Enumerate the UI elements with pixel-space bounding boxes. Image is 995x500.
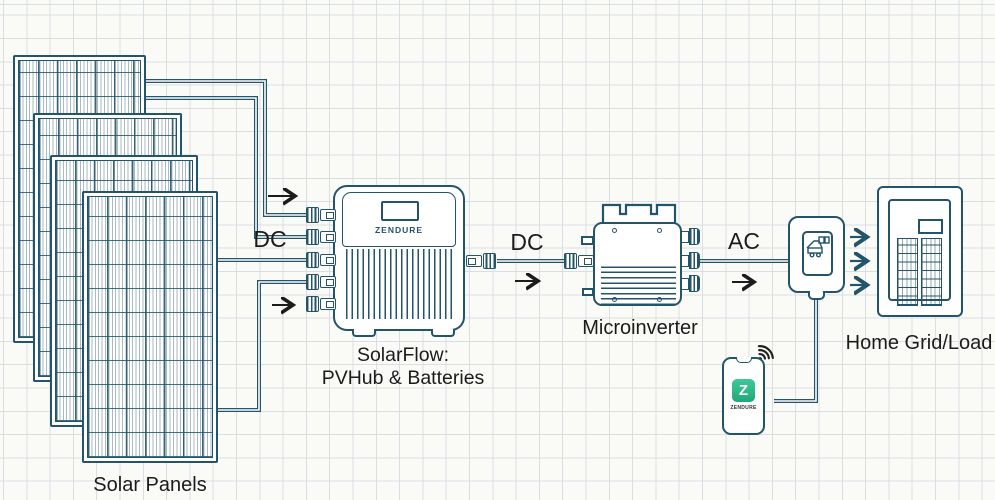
- pvhub-display: [381, 201, 419, 221]
- microinverter-device: [593, 222, 682, 306]
- solarflow-label-line1: SolarFlow:: [356, 344, 450, 366]
- dc-label-hub: DC: [510, 229, 544, 255]
- dc-connector-icon: [306, 274, 336, 290]
- inverter-side-tab: [581, 236, 594, 245]
- ac-port-icon: [681, 228, 700, 245]
- pvhub-foot: [352, 329, 376, 337]
- zendure-app-icon: Z: [732, 379, 755, 402]
- home-energy-meter-icon: [806, 236, 830, 258]
- breaker-panel-door: [888, 199, 951, 306]
- solar-panel-4: [82, 191, 218, 463]
- breaker-panel: [877, 186, 963, 317]
- wire-panel4-dc: [216, 280, 308, 412]
- meter-to-app-line: [772, 298, 818, 403]
- solarflow-label-line2: PVHub & Batteries: [321, 367, 485, 389]
- microinverter-label: Microinverter: [582, 317, 698, 339]
- screw-icon: [612, 228, 617, 233]
- breaker-column-left: [897, 238, 918, 306]
- dc-connector-icon: [306, 207, 336, 223]
- phone-notch: [735, 356, 752, 363]
- wire-panel1-dc: [144, 79, 308, 217]
- pvhub-heatsink-fins: [346, 249, 455, 319]
- pvhub-foot: [431, 329, 455, 337]
- breaker-column-right: [921, 238, 942, 306]
- app-name: ZENDURE: [730, 405, 757, 411]
- inverter-side-tab: [582, 288, 594, 296]
- solarflow-label: SolarFlow: PVHub & Batteries: [322, 344, 485, 390]
- ac-label: AC: [728, 228, 760, 254]
- dc-label-panels: DC: [253, 226, 287, 252]
- dc-connector-icon: [564, 253, 594, 269]
- phone: Z ZENDURE: [722, 356, 765, 435]
- main-breaker: [918, 219, 943, 234]
- dc-connector-icon: [306, 296, 336, 312]
- home-grid-label: Home Grid/Load: [845, 332, 993, 354]
- solar-panels-label: Solar Panels: [93, 474, 207, 496]
- dc-connector-icon: [306, 252, 336, 268]
- app-letter: Z: [738, 382, 749, 399]
- screw-icon: [612, 297, 617, 302]
- solar-cells: [87, 196, 213, 458]
- dc-connector-icon: [466, 253, 496, 269]
- ac-port-icon: [681, 252, 700, 269]
- pvhub-top-face: [342, 192, 456, 247]
- dc-connector-icon: [306, 229, 336, 245]
- ac-port-icon: [681, 275, 700, 292]
- meter-bottom-tab: [808, 291, 825, 300]
- screw-icon: [657, 228, 662, 233]
- inverter-bracket: [601, 203, 677, 224]
- meter-screen: [802, 231, 833, 276]
- pvhub-device: ZENDURE: [333, 185, 465, 331]
- screw-icon: [657, 297, 662, 302]
- smart-meter-box: [788, 216, 845, 293]
- pvhub-brand: ZENDURE: [374, 225, 424, 235]
